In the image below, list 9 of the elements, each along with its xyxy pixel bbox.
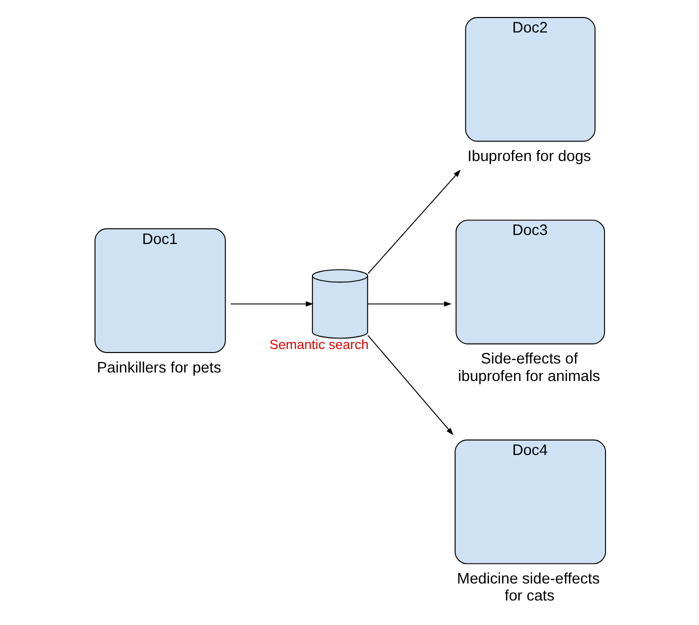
- node-label: Side-effects of ibuprofen for animals: [458, 350, 600, 385]
- arrow: [366, 170, 460, 274]
- node-label: Semantic search: [268, 336, 368, 352]
- arrow: [366, 301, 452, 307]
- node-label: Ibuprofen for dogs: [467, 148, 591, 166]
- arrow: [230, 301, 313, 307]
- node-label: Medicine side-effects for cats: [456, 570, 600, 605]
- node-label: Painkillers for pets: [96, 359, 221, 376]
- arrow: [366, 334, 453, 436]
